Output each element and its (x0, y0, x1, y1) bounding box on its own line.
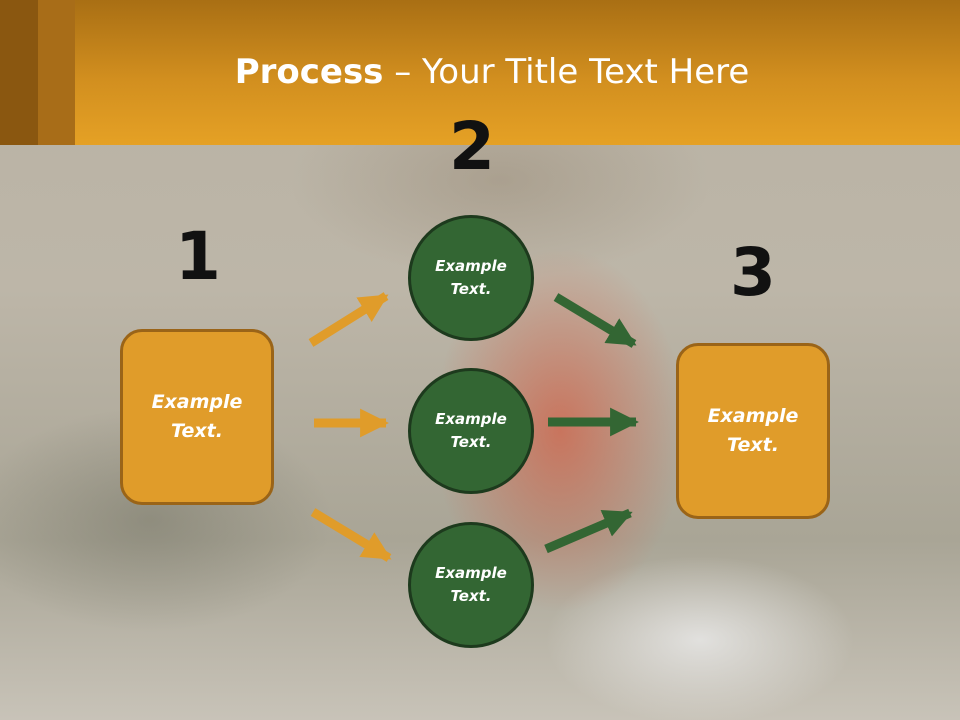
arrow-top-to-3 (553, 293, 637, 348)
step-3-label: Example Text. (707, 405, 799, 456)
slide-title-rest: – Your Title Text Here (383, 52, 750, 92)
decorative-stripe-dark (0, 0, 38, 145)
title-bar: Process – Your Title Text Here (0, 0, 960, 145)
step-2-node-top: Example Text. (408, 215, 534, 341)
step-2-node-middle: Example Text. (408, 368, 534, 494)
decorative-stripe-light (38, 0, 75, 145)
step-2-node-middle-label: Example Text. (435, 410, 507, 451)
step-2-node-bottom-label: Example Text. (435, 564, 507, 605)
arrow-1-to-top (308, 292, 389, 347)
slide-title-bold: Process (234, 52, 384, 92)
step-number-2: 2 (449, 108, 495, 185)
arrow-1-to-bottom (310, 508, 392, 562)
step-number-1: 1 (175, 218, 221, 295)
step-1-label: Example Text. (151, 391, 243, 442)
step-2-node-bottom: Example Text. (408, 522, 534, 648)
step-number-3: 3 (730, 234, 776, 311)
step-3-box: Example Text. (676, 343, 830, 519)
slide-title: Process – Your Title Text Here (0, 52, 960, 92)
step-1-box: Example Text. (120, 329, 274, 505)
step-2-node-top-label: Example Text. (435, 257, 507, 298)
arrow-bottom-to-3 (544, 508, 633, 554)
